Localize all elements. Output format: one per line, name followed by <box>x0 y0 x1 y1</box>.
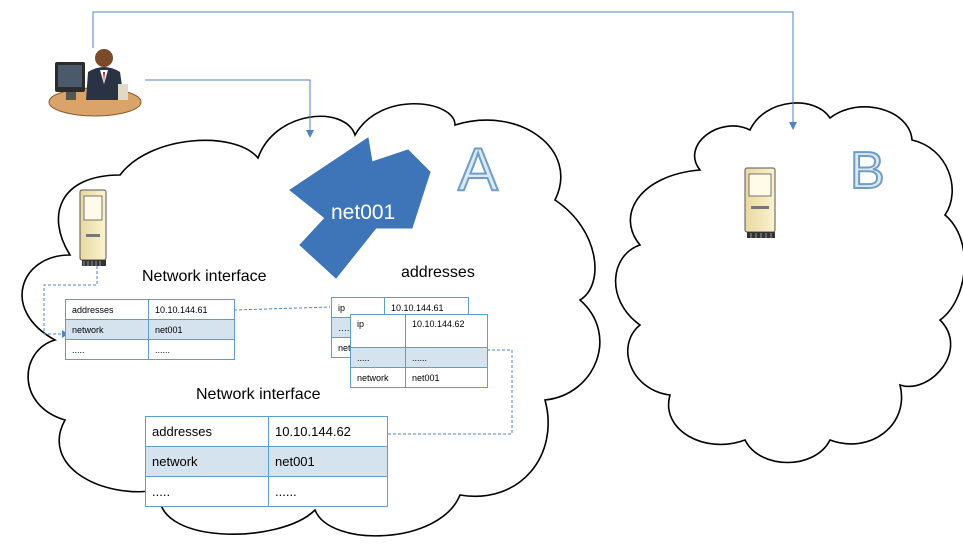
table-cell: ..... <box>350 347 406 368</box>
table-cell: ...... <box>148 339 235 360</box>
table-cell: ...... <box>268 476 388 507</box>
cloud-a-letter: A <box>458 136 498 203</box>
table-cell: ..... <box>145 476 269 507</box>
network-interface-heading: Network interface <box>142 268 267 285</box>
table-cell: 10.10.144.61 <box>148 299 235 320</box>
cloud-b <box>614 102 963 464</box>
table-cell: net001 <box>148 319 235 340</box>
table-row: network net001 <box>350 367 488 388</box>
user-at-computer-icon <box>48 49 142 117</box>
network-interface-heading-2: Network interface <box>196 386 321 403</box>
table-cell: 10.10.144.62 <box>405 314 488 348</box>
network-interface-table-large: addresses 10.10.144.62 network net001 ..… <box>145 416 388 507</box>
server-computer-icon <box>744 167 776 238</box>
address-record-front: ip 10.10.144.62 ..... ...... network net… <box>350 314 488 388</box>
connector-server-to-interface <box>43 266 98 335</box>
connector-user-to-b <box>92 11 794 124</box>
table-row: ..... ...... <box>145 476 388 507</box>
table-row: ip 10.10.144.62 <box>350 314 488 348</box>
cloud-b-letter: B <box>850 142 885 200</box>
connector-interface-to-address <box>233 306 331 311</box>
table-row: network net001 <box>145 446 388 477</box>
table-row: ip 10.10.144.61 <box>331 297 469 318</box>
table-cell: ..... <box>65 339 149 360</box>
table-cell: 10.10.144.61 <box>384 297 469 318</box>
table-row: network net001 <box>65 319 235 340</box>
network-net001-shape <box>289 137 431 279</box>
table-cell: 10.10.144.62 <box>268 416 388 447</box>
table-row: ..... ...... <box>350 347 488 368</box>
table-cell: network <box>145 446 269 477</box>
table-row: addresses 10.10.144.61 <box>65 299 235 320</box>
connector-user-to-a <box>145 79 311 132</box>
table-cell: net001 <box>268 446 388 477</box>
network-interface-table-small: addresses 10.10.144.61 network net001 ..… <box>65 299 235 360</box>
server-computer-icon <box>79 189 107 266</box>
table-cell: addresses <box>65 299 149 320</box>
table-cell: network <box>350 367 406 388</box>
table-row: ..... ...... <box>65 339 235 360</box>
connector-large-interface-to-address <box>388 349 513 435</box>
addresses-heading: addresses <box>401 264 475 281</box>
table-cell: ip <box>350 314 406 348</box>
network-name-label: net001 <box>331 201 396 224</box>
table-cell: net001 <box>405 367 488 388</box>
table-cell: addresses <box>145 416 269 447</box>
table-cell: network <box>65 319 149 340</box>
table-cell: ...... <box>405 347 488 368</box>
table-cell: ip <box>331 297 385 318</box>
table-row: addresses 10.10.144.62 <box>145 416 388 447</box>
